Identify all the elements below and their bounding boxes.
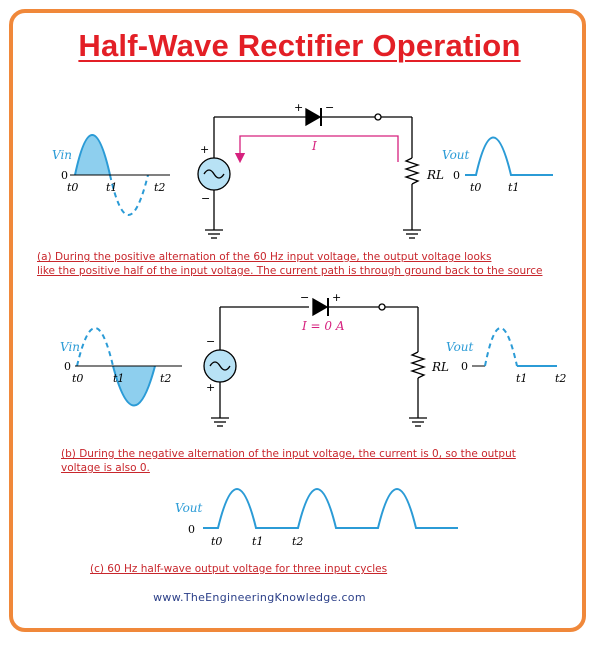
negative-half-wave <box>109 174 149 216</box>
negative-half-wave <box>112 365 156 407</box>
zero-label: 0 <box>461 360 468 373</box>
panel-c: Vout 0 t0 t1 t2 <box>175 488 458 548</box>
half-wave-train <box>203 488 458 529</box>
diode-symbol <box>312 297 329 317</box>
ac-source-sine <box>203 169 225 179</box>
current-path-arrow <box>234 135 399 164</box>
positive-half-wave <box>76 327 114 367</box>
t0-label: t0 <box>67 181 78 194</box>
zero-label: 0 <box>188 523 195 536</box>
caption-b-line1: (b) During the negative alternation of t… <box>61 448 516 460</box>
zero-label: 0 <box>64 360 71 373</box>
t2-label: t2 <box>292 535 303 548</box>
ground-symbol-left <box>205 229 223 239</box>
page-title: Half-Wave Rectifier Operation <box>78 28 521 63</box>
panel-a-output-waveform: Vout 0 t0 t1 <box>442 136 553 194</box>
output-terminal <box>374 113 382 121</box>
ground-symbol-right <box>403 229 421 239</box>
diode-plus: + <box>294 101 303 114</box>
caption-c: (c) 60 Hz half-wave output voltage for t… <box>90 563 388 575</box>
panel-b: Vin 0 t0 t1 t2 <box>60 291 566 427</box>
panel-b-output-waveform: Vout 0 t1 t2 <box>446 327 566 385</box>
output-terminal <box>378 303 386 311</box>
current-label: I = 0 A <box>301 319 345 333</box>
ground-symbol-right <box>409 417 427 427</box>
ground-symbol-left <box>211 417 229 427</box>
resistor-label: RL <box>431 360 449 374</box>
panel-b-circuit <box>203 297 427 427</box>
diode-plus: + <box>332 291 341 304</box>
t1-label: t1 <box>106 181 117 194</box>
panel-a-circuit <box>197 107 421 239</box>
t1-label: t1 <box>508 181 519 194</box>
t1-label: t1 <box>516 372 527 385</box>
panel-a-input-waveform: Vin 0 t0 t1 t2 <box>52 134 170 216</box>
resistor-label: RL <box>426 168 444 182</box>
caption-b-line2: voltage is also 0. <box>61 462 150 474</box>
diode-minus: − <box>300 291 309 304</box>
zero-label: 0 <box>453 169 460 182</box>
source-minus: − <box>201 192 210 205</box>
source-minus: − <box>206 335 215 348</box>
t0-label: t0 <box>470 181 481 194</box>
t2-label: t2 <box>154 181 165 194</box>
panel-b-input-waveform: Vin 0 t0 t1 t2 <box>60 327 182 407</box>
t2-label: t2 <box>555 372 566 385</box>
diode-symbol <box>305 107 322 127</box>
load-resistor <box>409 351 427 379</box>
zero-label: 0 <box>61 169 68 182</box>
website-link[interactable]: www.TheEngineeringKnowledge.com <box>153 591 366 604</box>
caption-a-line1: (a) During the positive alternation of t… <box>37 251 492 263</box>
panel-a: Vin 0 t0 t1 t2 <box>52 101 553 239</box>
vout-label: Vout <box>446 340 474 354</box>
vout-label: Vout <box>442 148 470 162</box>
source-plus: + <box>206 381 215 394</box>
source-plus: + <box>200 143 209 156</box>
panel-c-output-waveform: Vout 0 t0 t1 t2 <box>175 488 458 548</box>
t1-label: t1 <box>113 372 124 385</box>
current-label: I <box>311 139 317 153</box>
load-resistor <box>403 157 421 185</box>
vin-label: Vin <box>60 340 80 354</box>
t1-label: t1 <box>252 535 263 548</box>
caption-a-line2: like the positive half of the input volt… <box>37 265 543 277</box>
t0-label: t0 <box>72 372 83 385</box>
positive-half-wave <box>74 134 111 176</box>
vout-label: Vout <box>175 501 203 515</box>
diode-minus: − <box>325 101 334 114</box>
ac-source-sine <box>209 361 231 371</box>
vin-label: Vin <box>52 148 72 162</box>
t2-label: t2 <box>160 372 171 385</box>
t0-label: t0 <box>211 535 222 548</box>
